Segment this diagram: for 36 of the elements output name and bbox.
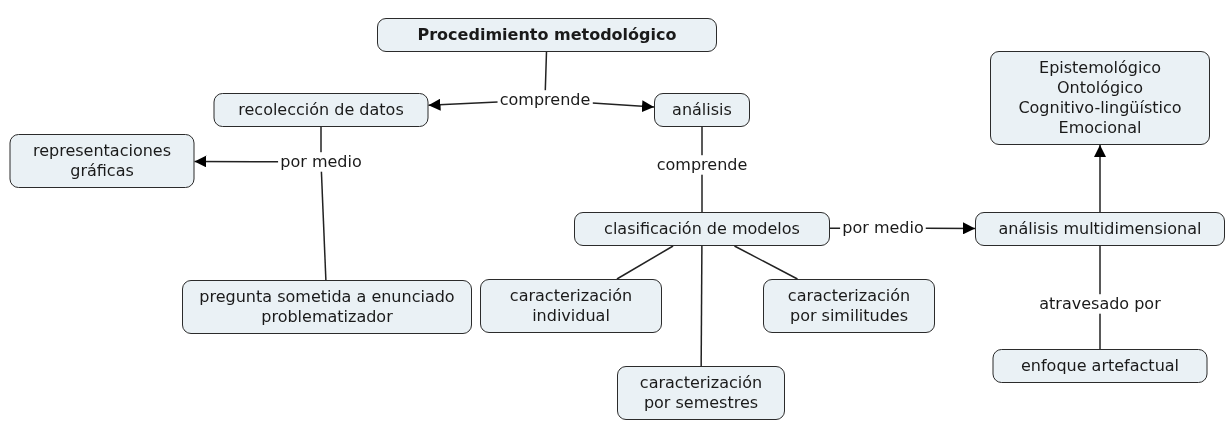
connector-line [320,126,322,154]
connector-line [701,126,703,157]
arrow [924,222,976,235]
concept-box: recolección de datos [213,93,429,127]
link-phrase: por medio [840,218,926,238]
connector-line [733,245,799,280]
arrow [591,100,655,113]
concept-box: caracterización por similitudes [763,279,935,333]
concept-box: representaciones gráficas [9,134,195,188]
connector-line [701,173,703,213]
link-phrase: comprende [654,155,750,175]
arrow [427,98,499,111]
arrow [1094,144,1106,213]
concept-box: análisis [654,93,750,127]
concept-box: análisis multidimensional [975,212,1225,246]
concept-text: Cognitivo-lingüístico [1018,98,1182,118]
concept-box: caracterización por semestres [617,366,785,420]
concept-text: Ontológico [1056,78,1144,98]
connector-line [1099,245,1101,296]
concept-box: Procedimiento metodológico [377,18,717,52]
concept-box: pregunta sometida a enunciado problematizador [182,280,472,334]
concept-box: caracterización individual [480,279,662,333]
link-phrase: comprende [497,90,593,110]
link-phrase: por medio [278,152,364,172]
connector-line [320,170,327,281]
connector-line [1099,312,1101,350]
connector-line [616,245,674,280]
concept-text: Emocional [1058,118,1142,138]
concept-text: Epistemológico [1039,58,1161,78]
connector-line [700,245,703,367]
concept-box: enfoque artefactual [992,349,1208,383]
concept-box [990,51,1210,145]
concept-box: clasificación de modelos [574,212,830,246]
link-phrase: atravesado por [1037,294,1163,314]
connector-line [544,51,548,92]
arrow [193,155,280,168]
